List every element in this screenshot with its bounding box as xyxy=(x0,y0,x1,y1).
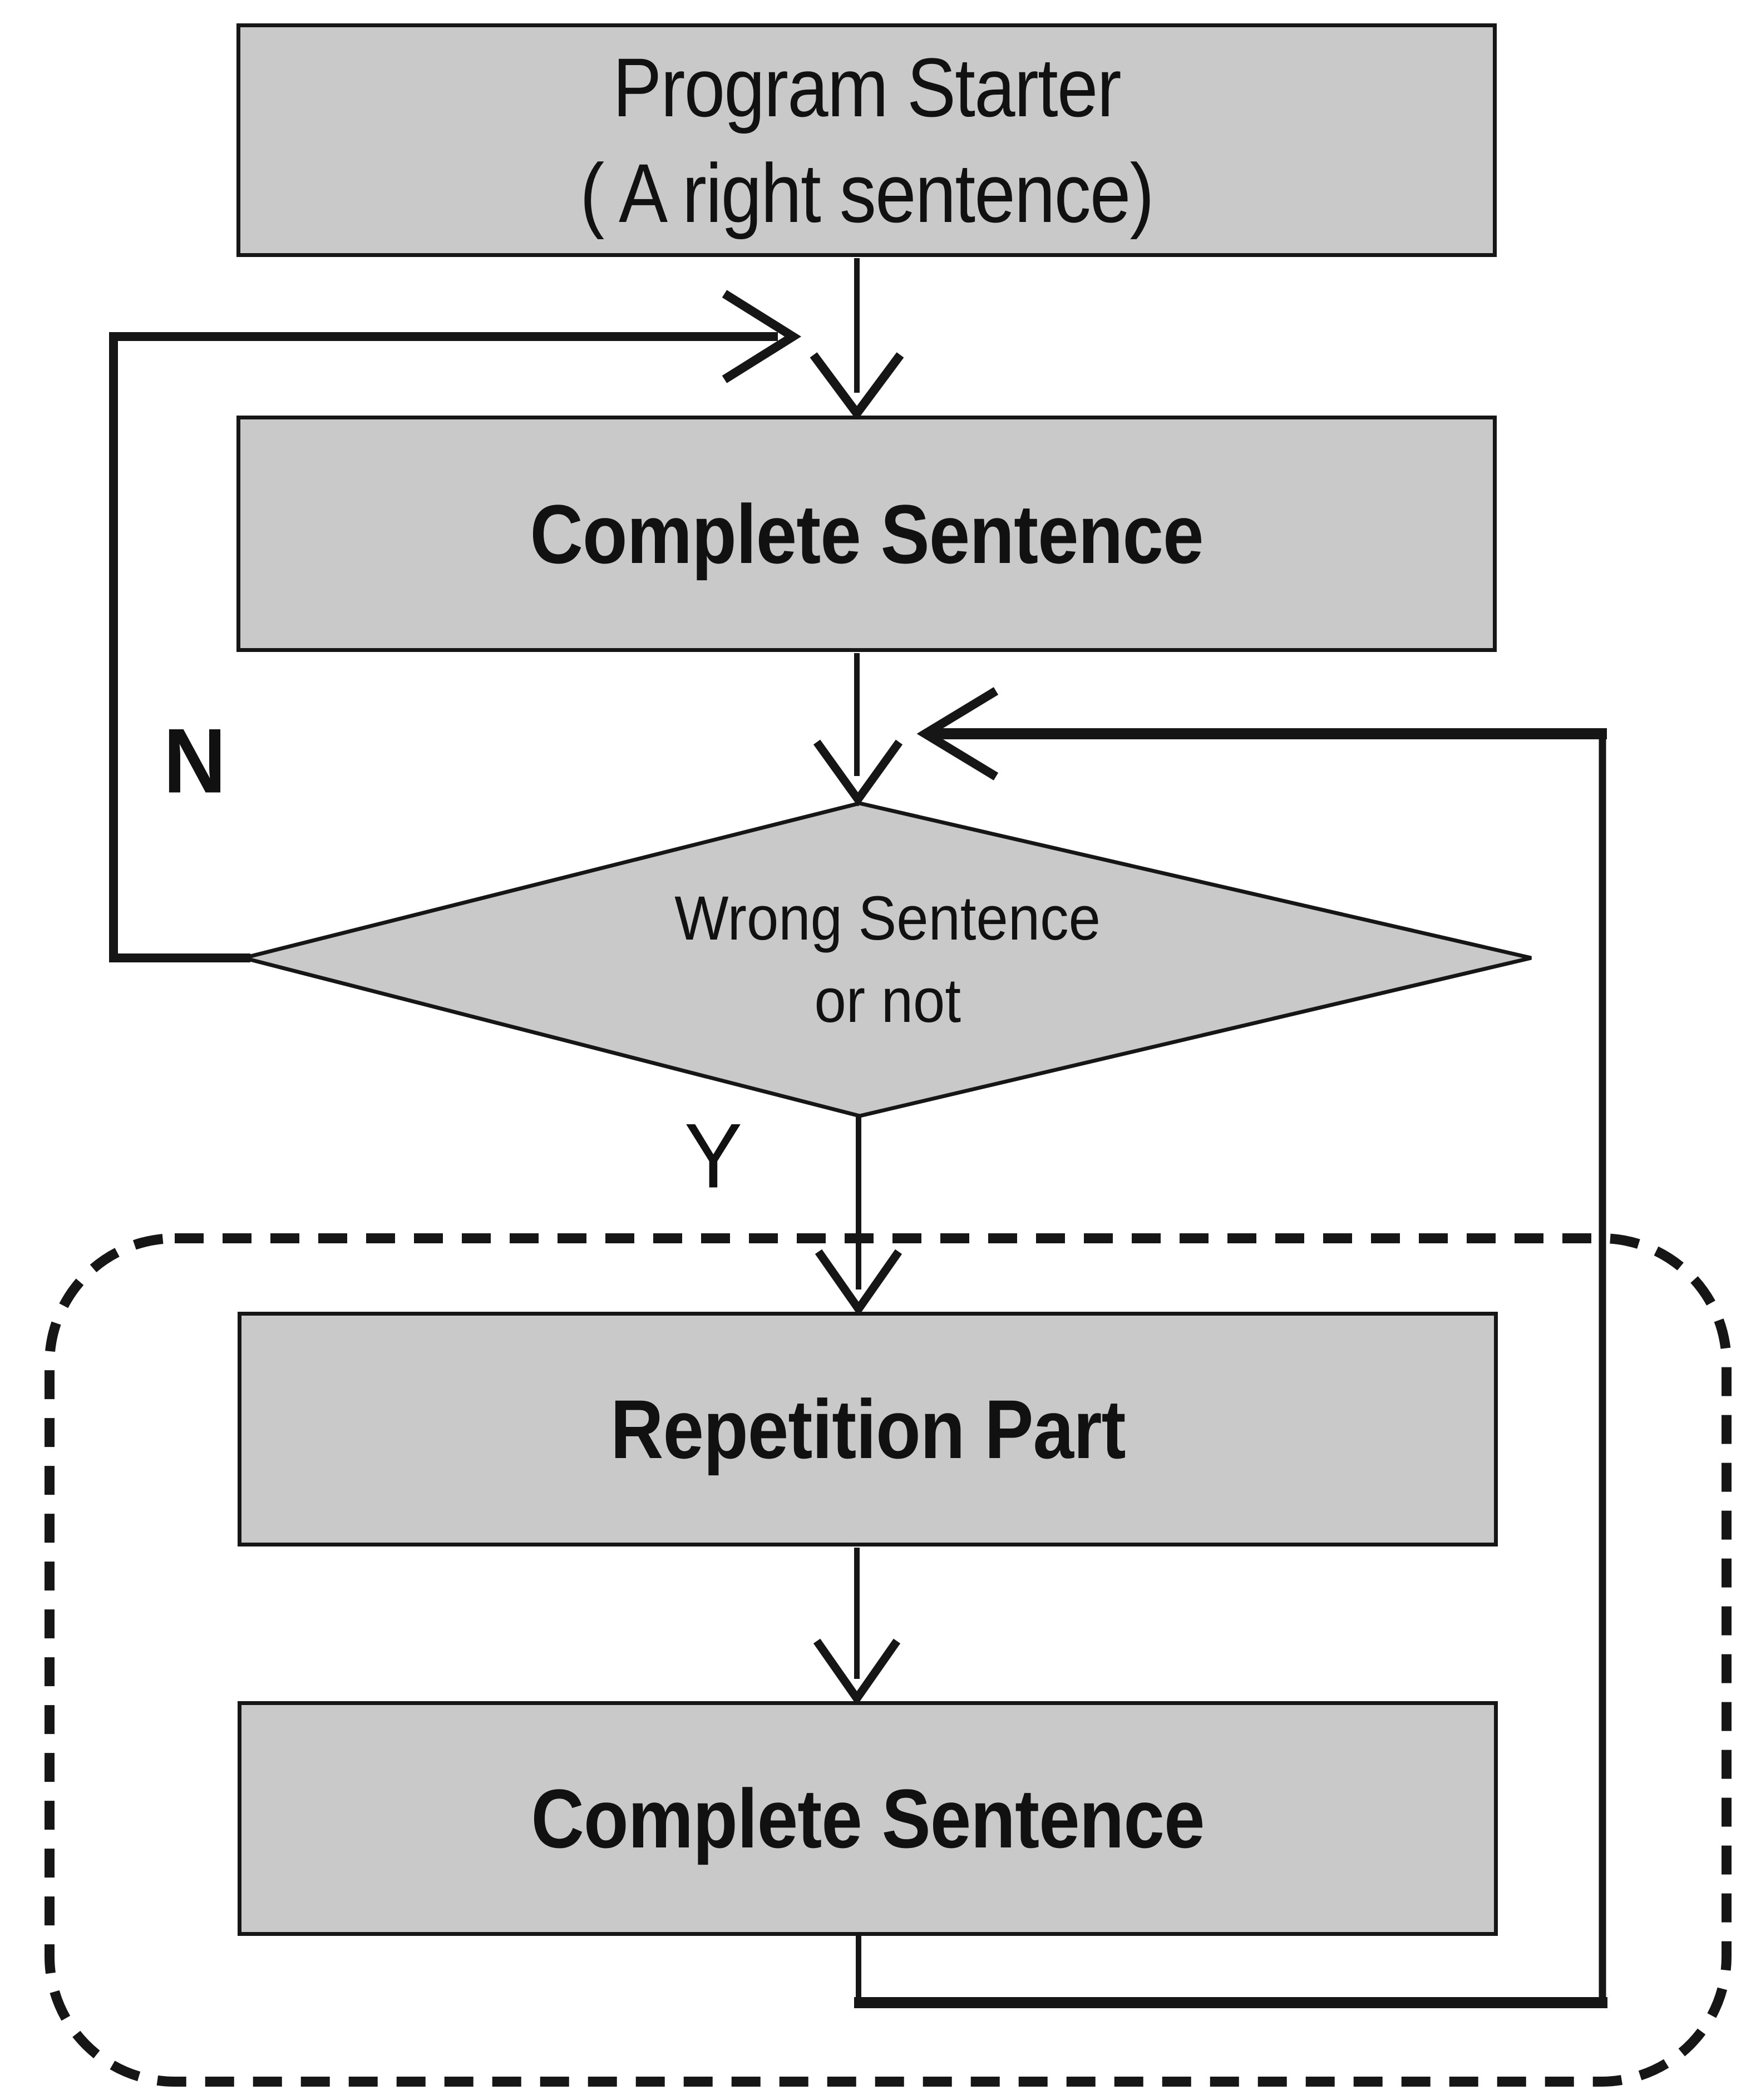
repetition-part-node: Repetition Part xyxy=(238,1312,1498,1546)
arrow-decision-to-repetition-arrowhead xyxy=(815,1249,902,1317)
program-starter-label-line1: Program Starter xyxy=(613,41,1121,134)
edge-label-yes: Y xyxy=(684,1104,743,1207)
return-arrowhead xyxy=(916,687,999,780)
n-loop-line xyxy=(109,332,778,962)
edge-label-no: N xyxy=(163,709,226,812)
decision-label-line1: Wrong Sentence xyxy=(674,883,1101,953)
arrow-start-to-complete-arrowhead xyxy=(810,352,904,421)
complete-sentence-top-node: Complete Sentence xyxy=(236,416,1497,652)
complete-sentence-bottom-label: Complete Sentence xyxy=(531,1772,1205,1865)
decision-diamond-label: Wrong Sentence or not xyxy=(244,857,1531,1063)
arrow-complete-to-decision-arrowhead xyxy=(813,739,903,807)
decision-label-line2: or not xyxy=(814,966,961,1035)
complete-sentence-top-label: Complete Sentence xyxy=(530,487,1204,581)
program-starter-node: Program Starter ( A right sentence) xyxy=(236,23,1497,257)
loop-boundary-dashed-box xyxy=(45,1233,1732,2087)
complete-sentence-bottom-node: Complete Sentence xyxy=(238,1701,1498,1936)
program-starter-label-line2: ( A right sentence) xyxy=(580,146,1154,240)
repetition-part-label: Repetition Part xyxy=(610,1382,1126,1476)
n-loop-arrowhead xyxy=(722,290,802,383)
arrow-repetition-to-complete-arrowhead xyxy=(813,1638,901,1706)
decision-diamond-shape xyxy=(243,801,1532,1118)
